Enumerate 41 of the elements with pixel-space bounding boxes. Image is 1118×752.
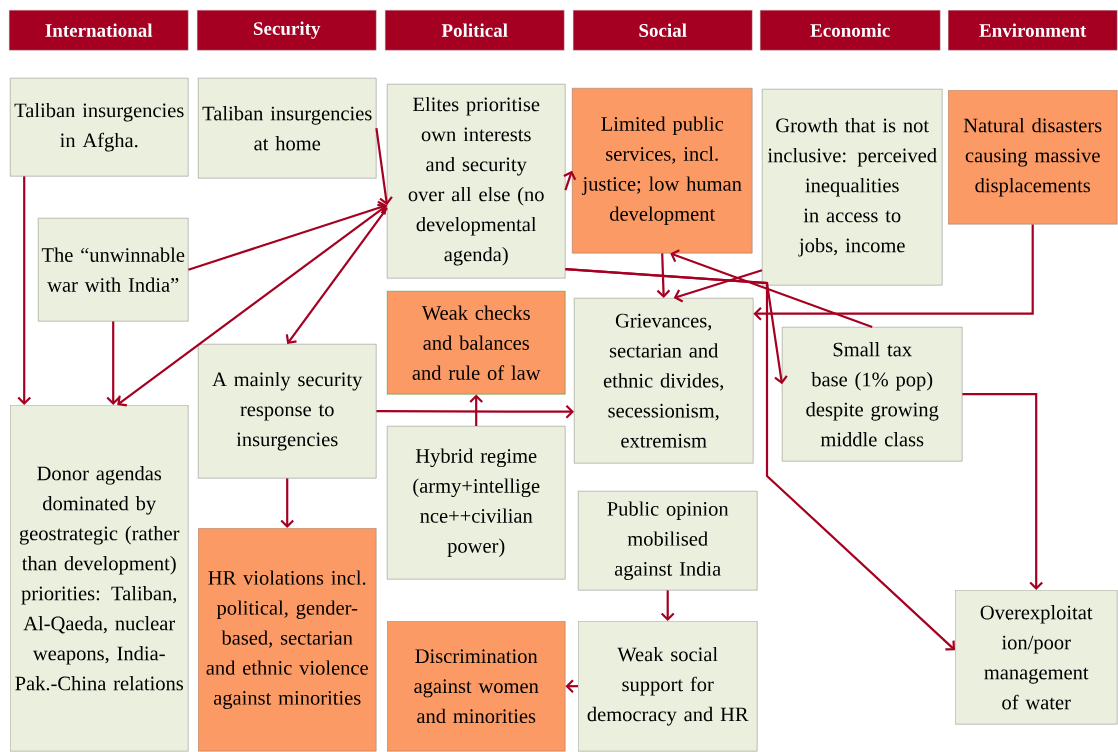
cause-box: The “unwinnable war with India” — [38, 218, 189, 322]
arrow — [117, 203, 387, 407]
arrow — [188, 200, 387, 271]
cause-box: Discrimination against women and minorities — [387, 621, 566, 752]
column-header: Security — [197, 10, 377, 51]
column-header: International — [9, 10, 189, 51]
cause-box: Grievances, sectarian and ethnic divides, secessionism, extremism — [574, 298, 754, 464]
cause-box: Taliban insurgencies at home — [198, 78, 377, 179]
cause-box: A mainly security response to insurgencies — [198, 344, 377, 479]
arrow — [962, 393, 1043, 590]
arrow — [660, 590, 675, 621]
arrow — [376, 404, 574, 419]
cause-box: Elites prioritise own interests and security over all else (no developmental agenda) — [387, 84, 566, 279]
arrow — [106, 321, 120, 405]
arrow — [280, 478, 294, 528]
arrow — [285, 207, 388, 344]
cause-box: Weak checks and balances and rule of law — [387, 291, 566, 395]
column-header: Social — [573, 10, 753, 51]
cause-box: Growth that is not inclusive: perceived inequalities in access to jobs, income — [762, 89, 943, 286]
column-header: Environment — [948, 10, 1118, 51]
cause-box: Weak social support for democracy and HR — [578, 621, 758, 752]
cause-box: Natural disasters causing massive displacements — [948, 90, 1118, 225]
arrow — [375, 128, 393, 206]
cause-box: Donor agendas dominated by geostrategic (rather than development) priorities: Taliban, Al-Qaeda, nuclear weapons, India-Pak.-China relations — [10, 405, 189, 752]
arrow — [656, 253, 671, 298]
arrow — [469, 394, 483, 426]
arrow — [753, 224, 1034, 321]
arrow — [670, 249, 873, 329]
cause-box: Hybrid regime (army+intellige nce++civilian power) — [387, 426, 566, 580]
cause-box: Overexploitat ion/poor management of water — [955, 590, 1118, 725]
cause-box: Limited public services, incl. justice; low human development — [572, 88, 753, 254]
arrow — [565, 268, 955, 651]
cause-box: Taliban insurgencies in Afgha. — [10, 78, 189, 177]
column-header: Political — [385, 10, 565, 51]
arrow — [17, 176, 31, 405]
column-header: Economic — [760, 10, 941, 51]
cause-box: Small tax base (1% pop) despite growing middle class — [782, 327, 963, 462]
cause-box: HR violations incl. political, gender-based, sectarian and ethnic violence against minorities — [198, 528, 377, 752]
arrow — [673, 269, 763, 303]
cause-box: Public opinion mobilised against India — [578, 491, 758, 591]
arrow — [563, 170, 577, 191]
